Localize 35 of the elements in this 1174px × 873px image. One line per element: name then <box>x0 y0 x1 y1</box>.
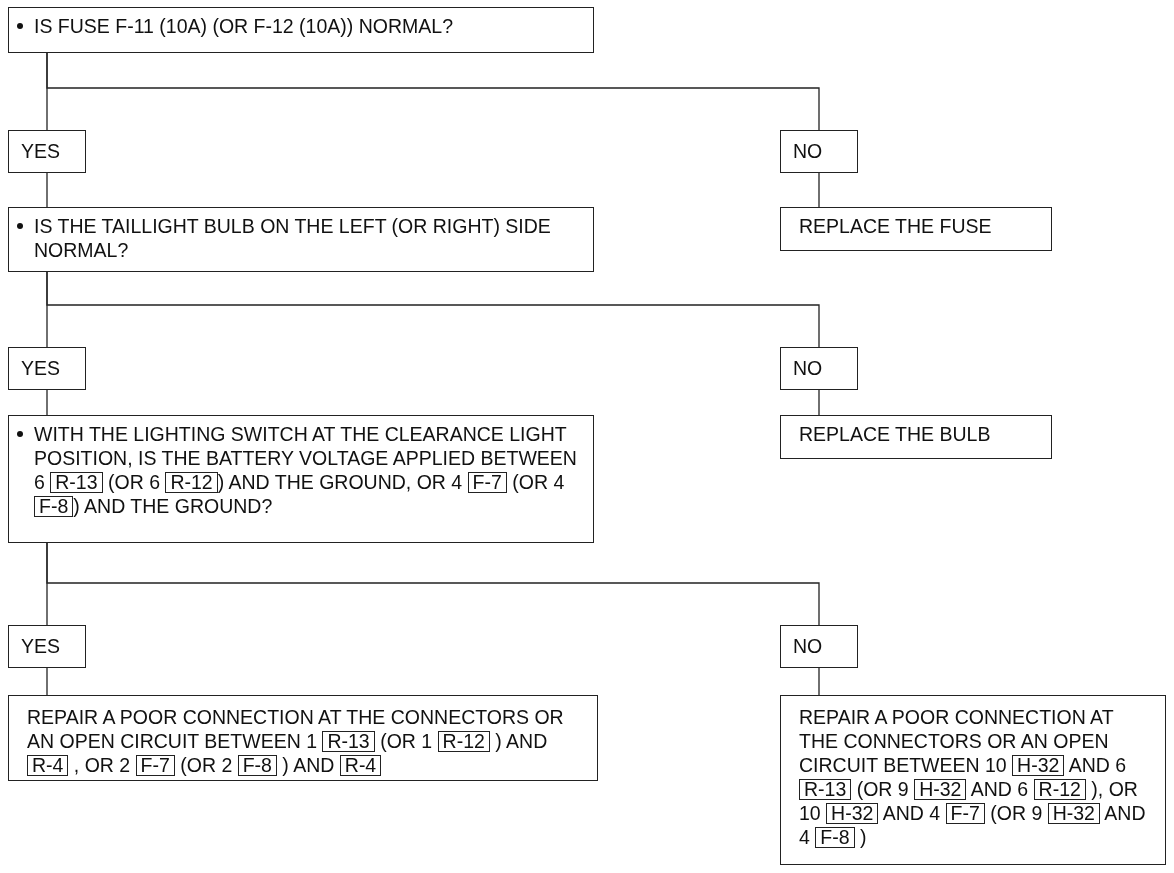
answer-box <box>8 347 86 390</box>
decision-box <box>8 7 594 53</box>
action-text: REPLACE THE BULB <box>799 422 992 446</box>
action-text: REPAIR A POOR CONNECTION AT THE CONNECTORS OR AN OPEN CIRCUIT BETWEEN 1 R-13 (OR 1 R-12 ) AND R-4 , OR 2 F-7 (OR 2 F-8 ) AND R-4 <box>27 705 565 777</box>
connector-line <box>46 172 48 208</box>
answer-label: YES <box>21 634 62 658</box>
connector-line <box>818 172 820 208</box>
decision-box <box>8 207 594 272</box>
answer-label: NO <box>793 139 824 163</box>
connector-line <box>46 542 820 626</box>
decision-box <box>8 415 594 543</box>
action-text: REPLACE THE FUSE <box>799 214 993 238</box>
action-box <box>780 207 1052 251</box>
answer-box <box>780 625 858 668</box>
answer-box <box>8 130 86 173</box>
action-box <box>780 695 1166 865</box>
question-text: IS FUSE F-11 (10A) (OR F-12 (10A)) NORMAL? <box>34 14 454 38</box>
connector-line <box>46 389 48 416</box>
answer-box <box>780 130 858 173</box>
question-text: WITH THE LIGHTING SWITCH AT THE CLEARANCE LIGHT POSITION, IS THE BATTERY VOLTAGE APPLIED BETWEEN 6 R-13 (OR 6 R-12) AND THE GROUND, OR 4 F-7 (OR 4 F-8) AND THE GROUND? <box>34 422 578 518</box>
answer-label: YES <box>21 356 62 380</box>
connector-line <box>46 667 48 696</box>
action-box <box>780 415 1052 459</box>
action-text: REPAIR A POOR CONNECTION AT THE CONNECTORS OR AN OPEN CIRCUIT BETWEEN 10 H-32 AND 6 R-13 (OR 9 H-32 AND 6 R-12 ), OR 10 H-32 AND 4 F-7 (OR 9 H-32 AND 4 F-8 ) <box>799 705 1147 849</box>
connector-line <box>46 271 820 348</box>
answer-label: YES <box>21 139 62 163</box>
connector-line <box>818 667 820 696</box>
answer-box <box>8 625 86 668</box>
answer-label: NO <box>793 634 824 658</box>
action-box <box>8 695 598 781</box>
answer-box <box>780 347 858 390</box>
connector-line <box>818 389 820 416</box>
answer-label: NO <box>793 356 824 380</box>
question-text: IS THE TAILLIGHT BULB ON THE LEFT (OR RIGHT) SIDE NORMAL? <box>34 214 552 262</box>
connector-line <box>46 52 820 131</box>
